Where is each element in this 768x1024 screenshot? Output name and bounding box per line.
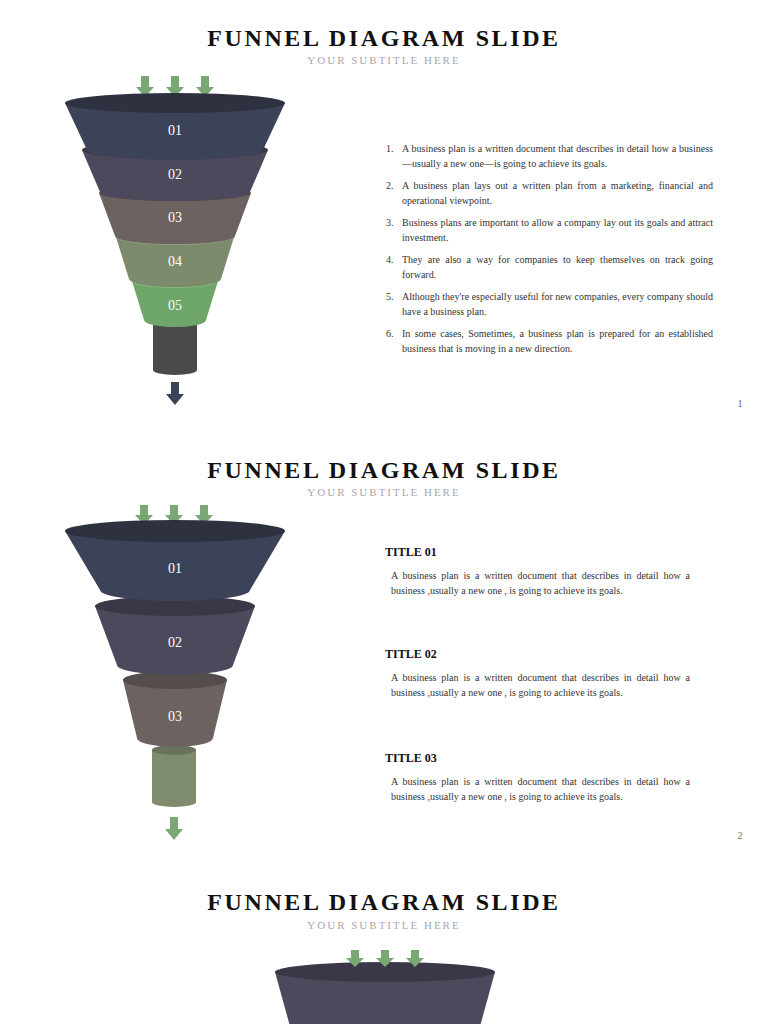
- label-slot: 1.: [386, 141, 402, 156]
- band-rim: [65, 93, 285, 113]
- label-slot: YOUR SUBTITLE HERE: [0, 53, 768, 67]
- label-slot: A business plan is a written document th…: [391, 568, 690, 598]
- band-body: [99, 193, 251, 244]
- label-slot: A business plan lays out a written plan …: [402, 178, 713, 208]
- slide-subtitle: YOUR SUBTITLE HERE: [0, 485, 768, 499]
- label-slot: 4.: [386, 252, 402, 267]
- item-title: TITLE 02: [385, 647, 685, 661]
- band-rim: [123, 671, 227, 689]
- list-number: 1.: [386, 141, 402, 156]
- label-slot: They are also a way for companies to kee…: [402, 252, 713, 282]
- label-slot: A business plan is a written document th…: [391, 670, 690, 700]
- band-rim: [82, 141, 268, 159]
- list-text: Business plans are important to allow a …: [402, 215, 713, 245]
- list-text: Although they're especially useful for n…: [402, 289, 713, 319]
- list-number: 3.: [386, 215, 402, 230]
- item-title: TITLE 03: [385, 751, 685, 765]
- slide-title: FUNNEL DIAGRAM SLIDE: [0, 887, 768, 917]
- band-number: 02: [82, 165, 268, 185]
- band-number: 01: [65, 121, 285, 141]
- band-rim: [116, 229, 234, 245]
- band-rim: [132, 274, 218, 288]
- title-slot: FUNNEL DIAGRAM SLIDE: [0, 23, 768, 53]
- page-number: 2: [730, 829, 750, 843]
- band-rim: [65, 520, 285, 542]
- funnel-band: 01: [65, 520, 285, 601]
- list-number: 2.: [386, 178, 402, 193]
- funnel-band: 01: [65, 93, 285, 160]
- label-slot: 2.: [386, 178, 402, 193]
- label-slot: FUNNEL DIAGRAM SLIDE: [0, 887, 768, 917]
- funnel-band: [275, 962, 495, 1024]
- item-text: A business plan is a written document th…: [391, 568, 690, 598]
- band-body: [123, 680, 227, 747]
- list-number: 6.: [386, 326, 402, 341]
- band-number: 01: [65, 559, 285, 579]
- label-slot: A business plan is a written document th…: [402, 141, 713, 171]
- list-text: They are also a way for companies to kee…: [402, 252, 713, 282]
- label-slot: In some cases, Sometimes, a business pla…: [402, 326, 713, 356]
- funnel-spout: [152, 745, 196, 807]
- band-number: 03: [123, 707, 227, 727]
- band-number: 03: [99, 208, 251, 228]
- item-text: A business plan is a written document th…: [391, 774, 690, 804]
- band-rim: [95, 596, 255, 616]
- band-number: 02: [95, 633, 255, 653]
- output-arrow: [166, 382, 184, 405]
- funnel-band: 03: [123, 671, 227, 747]
- label-slot: TITLE 02: [385, 647, 685, 661]
- list-text: A business plan lays out a written plan …: [402, 178, 713, 208]
- label-slot: 5.: [386, 289, 402, 304]
- funnel-band: 02: [95, 596, 255, 675]
- label-slot: 1: [730, 397, 750, 411]
- slide-title: FUNNEL DIAGRAM SLIDE: [0, 23, 768, 53]
- item-title: TITLE 01: [385, 545, 685, 559]
- label-slot: FUNNEL DIAGRAM SLIDE: [0, 455, 768, 485]
- label-slot: TITLE 03: [385, 751, 685, 765]
- band-shape: [65, 520, 285, 601]
- slide-title: FUNNEL DIAGRAM SLIDE: [0, 455, 768, 485]
- page-number: 1: [730, 397, 750, 411]
- band-number: 05: [132, 296, 218, 316]
- label-slot: A business plan is a written document th…: [391, 774, 690, 804]
- label-slot: Business plans are important to allow a …: [402, 215, 713, 245]
- list-number: 4.: [386, 252, 402, 267]
- input-arrows: [346, 950, 424, 967]
- label-slot: 6.: [386, 326, 402, 341]
- output-arrow: [165, 817, 183, 840]
- label-slot: Although they're especially useful for n…: [402, 289, 713, 319]
- band-number: 04: [116, 252, 234, 272]
- list-text: In some cases, Sometimes, a business pla…: [402, 326, 713, 356]
- label-slot: 3.: [386, 215, 402, 230]
- label-slot: 2: [730, 829, 750, 843]
- band-body: [95, 606, 255, 675]
- band-rim: [99, 185, 251, 201]
- label-slot: TITLE 01: [385, 545, 685, 559]
- item-text: A business plan is a written document th…: [391, 670, 690, 700]
- label-slot: YOUR SUBTITLE HERE: [0, 918, 768, 932]
- list-number: 5.: [386, 289, 402, 304]
- band-body: [82, 150, 268, 201]
- slide-subtitle: YOUR SUBTITLE HERE: [0, 918, 768, 932]
- label-slot: YOUR SUBTITLE HERE: [0, 485, 768, 499]
- list-text: A business plan is a written document th…: [402, 141, 713, 171]
- slide-subtitle: YOUR SUBTITLE HERE: [0, 53, 768, 67]
